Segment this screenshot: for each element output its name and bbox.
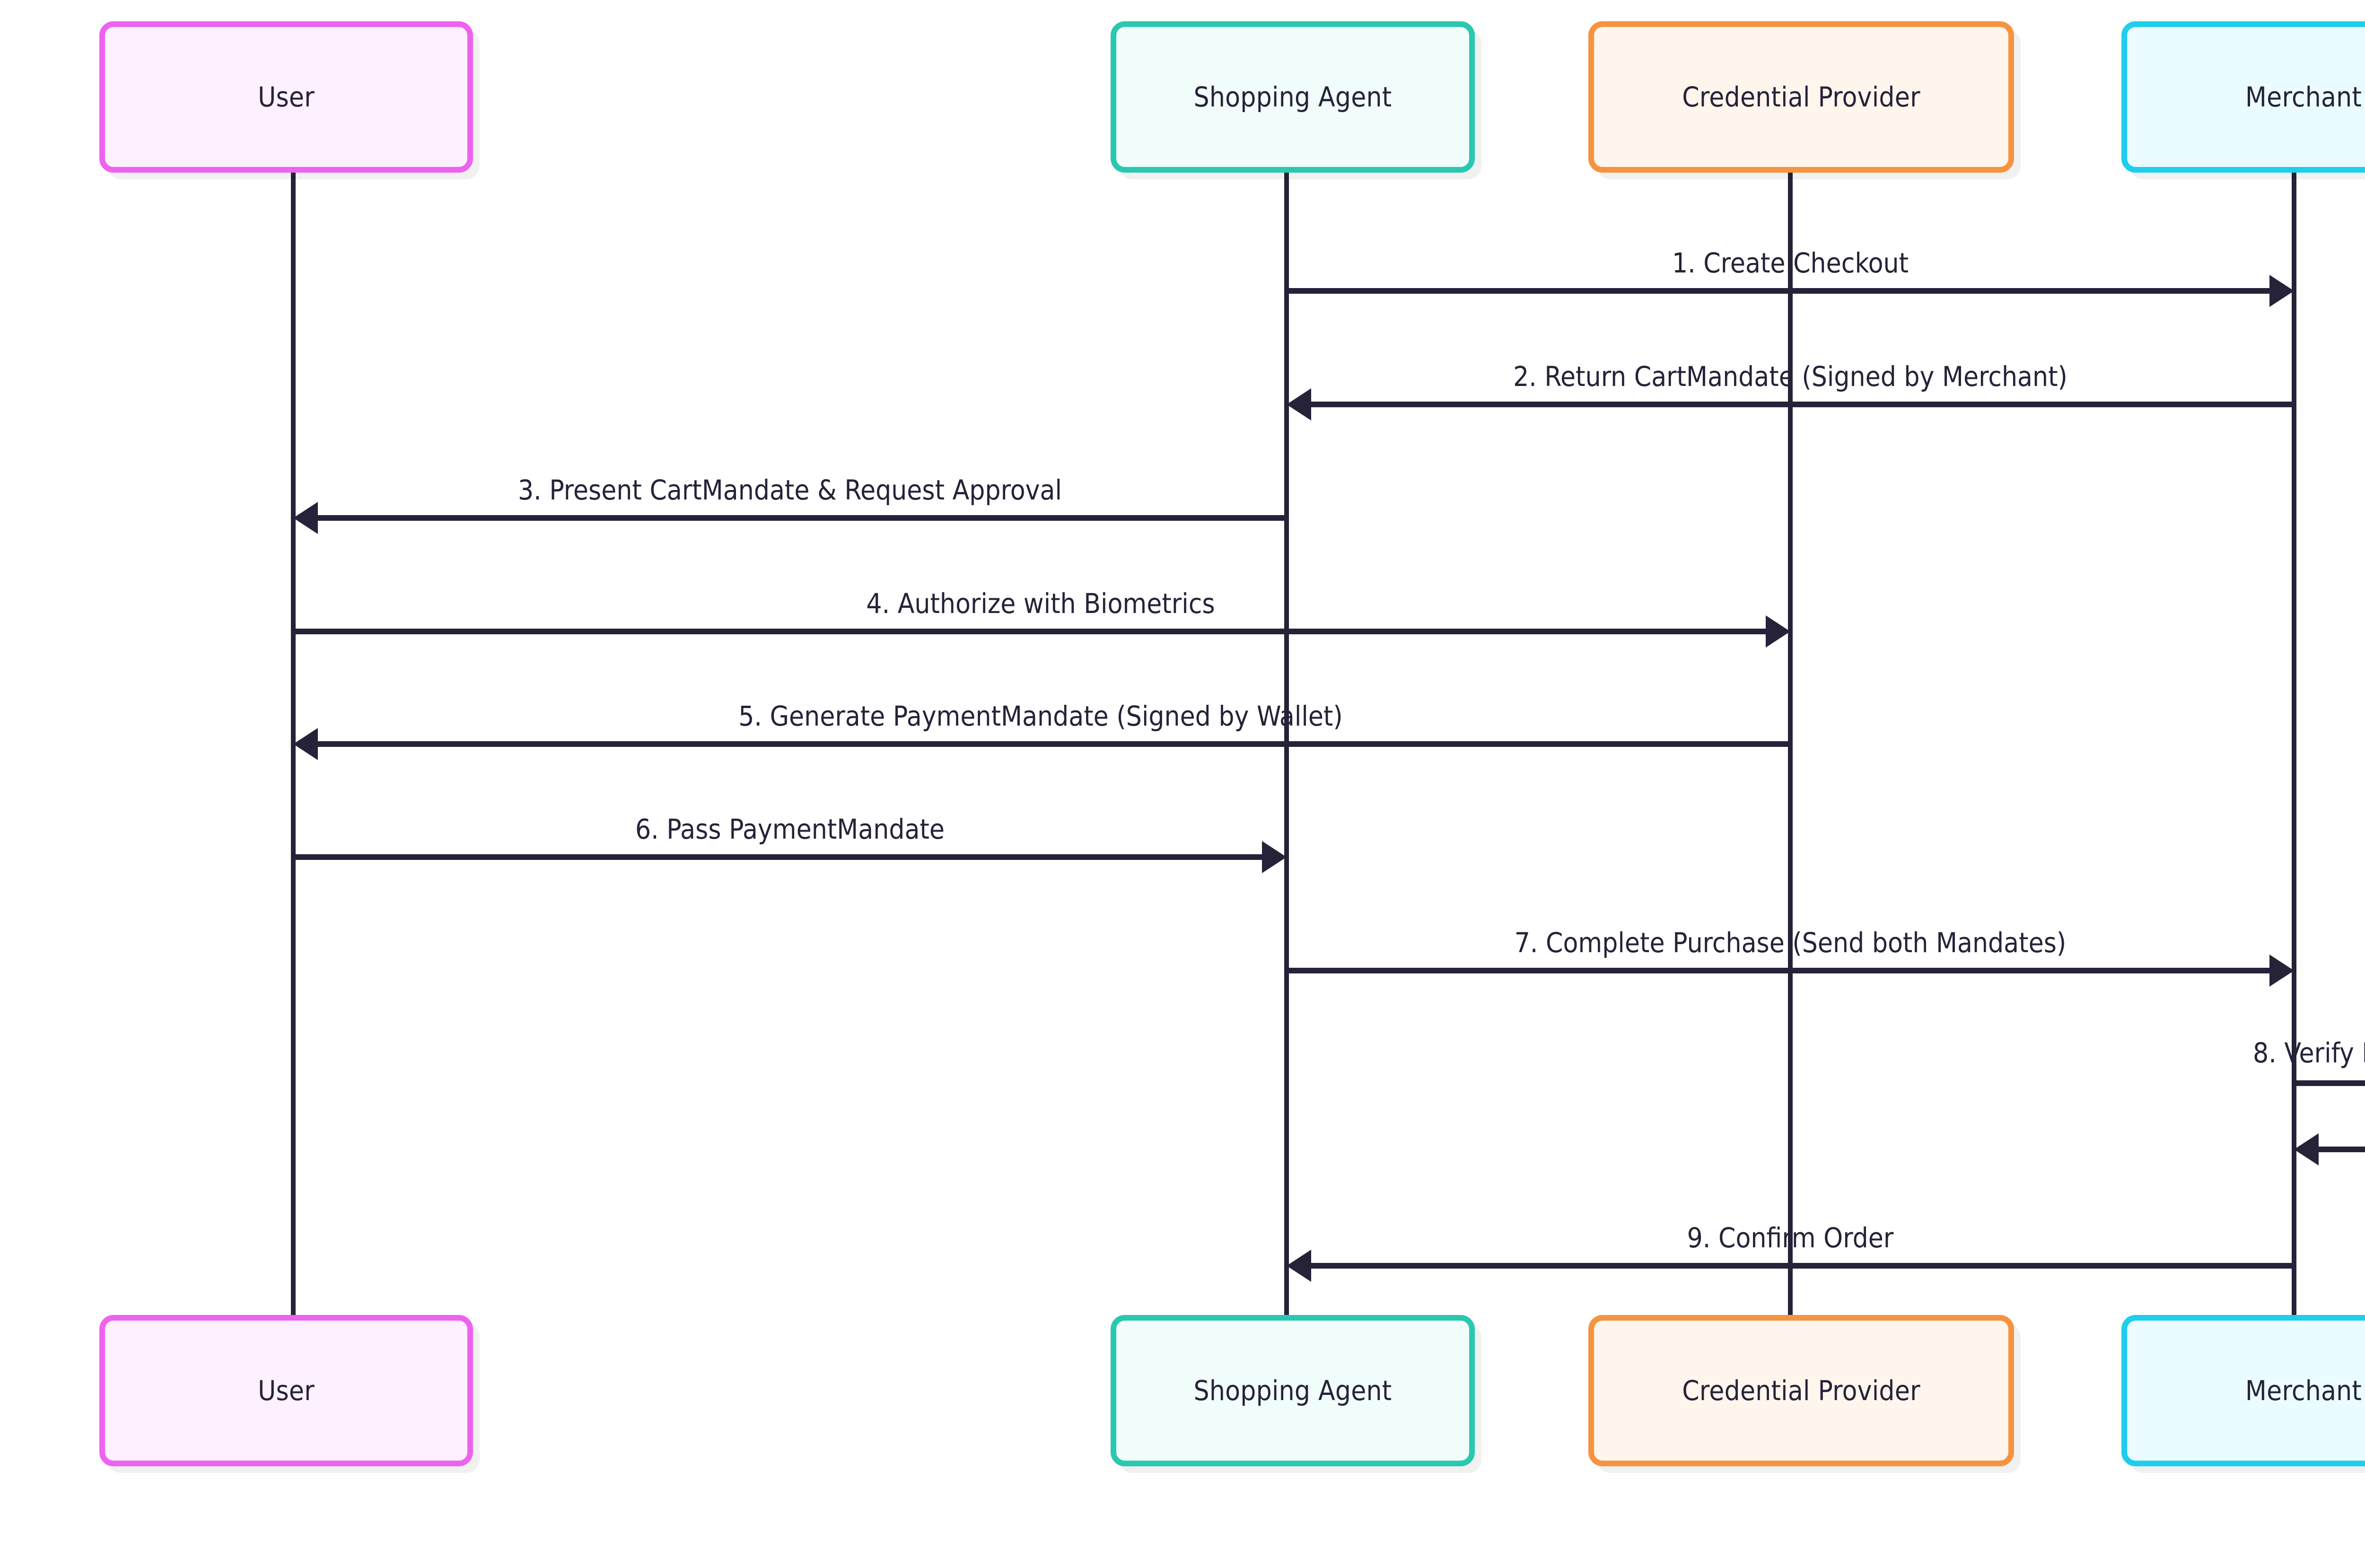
self-loop-arrowhead [2294,1133,2319,1165]
message-arrows-group [293,275,2294,1282]
participant-label-agent: Shopping Agent [1193,81,1392,113]
message-arrowhead-2 [1287,388,1311,420]
message-label-6: 6. Pass PaymentMandate [635,813,945,845]
participant-box-agent-bottom[interactable]: Shopping Agent [1111,1315,1475,1466]
participant-box-credential-top[interactable]: Credential Provider [1588,21,2014,173]
message-arrowhead-9 [1287,1250,1311,1282]
message-label-5: 5. Generate PaymentMandate (Signed by Wa… [738,700,1343,732]
participant-box-merchant-bottom[interactable]: Merchant [2121,1315,2365,1466]
participant-label-merchant: Merchant [2245,1375,2362,1407]
participant-box-user-top[interactable]: User [99,21,473,173]
message-label-4: 4. Authorize with Biometrics [866,587,1215,620]
participant-label-credential: Credential Provider [1682,81,1920,113]
message-label-1: 1. Create Checkout [1672,247,1909,279]
participant-box-credential-bottom[interactable]: Credential Provider [1588,1315,2014,1466]
message-arrowhead-6 [1262,841,1287,873]
participant-label-agent: Shopping Agent [1193,1375,1392,1407]
participant-label-user: User [258,81,315,113]
self-message-loop-merchant [2294,1080,2365,1165]
message-label-2: 2. Return CartMandate (Signed by Merchan… [1513,360,2067,393]
participant-label-credential: Credential Provider [1682,1375,1920,1407]
participant-label-user: User [258,1375,315,1407]
self-loop-path [2294,1080,2365,1152]
message-arrowhead-1 [2269,275,2294,307]
participant-label-merchant: Merchant [2245,81,2362,113]
participant-box-user-bottom[interactable]: User [99,1315,473,1466]
participant-box-merchant-top[interactable]: Merchant [2121,21,2365,173]
message-arrowhead-7 [2269,955,2294,987]
message-label-9: 9. Confirm Order [1687,1222,1894,1254]
message-label-3: 3. Present CartMandate & Request Approva… [517,474,1062,506]
message-label-7: 7. Complete Purchase (Send both Mandates… [1514,927,2067,959]
message-arrowhead-5 [293,728,318,760]
message-arrowhead-3 [293,502,318,534]
participant-box-agent-top[interactable]: Shopping Agent [1111,21,1475,173]
message-arrowhead-4 [1766,615,1790,648]
message-label-8: 8. Verify Both Signatures [2253,1037,2365,1069]
